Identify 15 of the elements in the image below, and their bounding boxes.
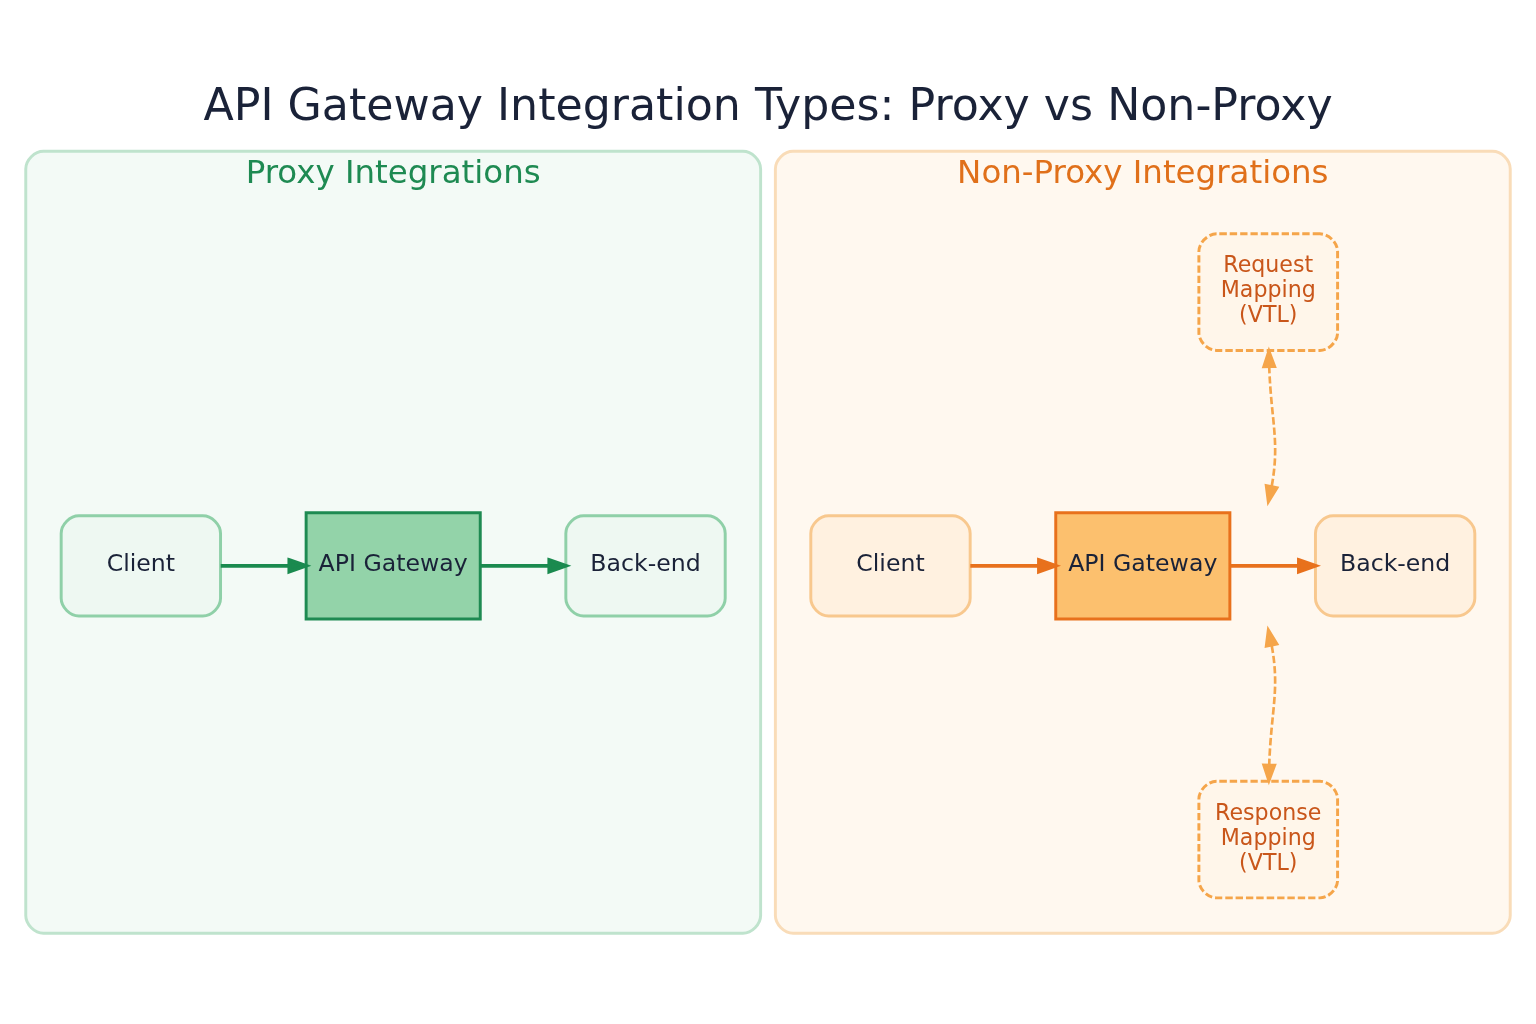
arrow bbox=[1261, 625, 1280, 786]
node-box: Client bbox=[59, 514, 222, 618]
arrow bbox=[220, 557, 312, 575]
node-box: API Gateway bbox=[304, 511, 482, 621]
node-box: Back-end bbox=[564, 514, 727, 618]
node-box: Request Mapping (VTL) bbox=[1197, 232, 1340, 352]
arrow bbox=[970, 557, 1062, 575]
arrow bbox=[1261, 346, 1280, 507]
diagram-title: API Gateway Integration Types: Proxy vs Non-Proxy bbox=[203, 79, 1333, 131]
node-box: Client bbox=[809, 514, 972, 618]
node-box: Response Mapping (VTL) bbox=[1197, 779, 1340, 900]
arrow bbox=[1230, 557, 1321, 575]
node-box: Back-end bbox=[1314, 514, 1477, 618]
arrow bbox=[480, 557, 572, 575]
node-box: API Gateway bbox=[1054, 511, 1232, 621]
